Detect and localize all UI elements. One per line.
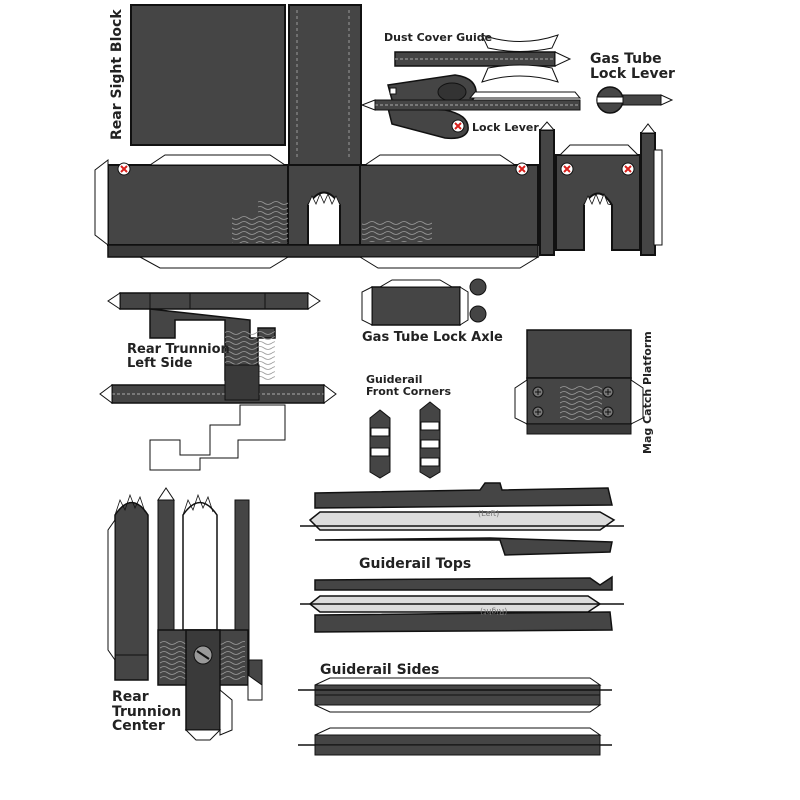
screw-icon: [602, 386, 614, 398]
guiderail-sides-part: [298, 677, 612, 756]
screw-icon: [532, 406, 544, 418]
gas-tube-lock-lever-label: Gas Tube Lock Lever: [590, 51, 675, 82]
guiderail-front-corners-label: Guiderail Front Corners: [366, 373, 452, 398]
lock-lever-part: [360, 74, 582, 140]
guiderail-tops-label: Guiderail Tops: [359, 556, 472, 572]
glue-mark: [117, 162, 131, 176]
mag-catch-platform-label: Mag Catch Platform: [641, 331, 654, 454]
rear-trunnion-left-side-label: Rear Trunnion Left Side: [127, 342, 230, 371]
glue-mark: [621, 162, 635, 176]
glue-mark: [560, 162, 574, 176]
guiderail-sides-label: Guiderail Sides: [320, 662, 440, 678]
screw-icon: [532, 386, 544, 398]
rear-sight-block-label: Rear Sight Block: [109, 9, 125, 140]
left-mark-label: (Left): [478, 509, 500, 518]
guiderail-front-corners-part: [369, 401, 441, 479]
dust-cover-guide-label: Dust Cover Guide: [384, 31, 493, 44]
gas-tube-lock-axle-label: Gas Tube Lock Axle: [362, 330, 503, 345]
rear-trunnion-center-label: Rear Trunnion Center: [112, 689, 182, 735]
rear-sight-block-part: [94, 4, 663, 269]
gas-tube-lock-axle-part: [361, 278, 487, 326]
rear-trunnion-center-part: [107, 487, 263, 741]
dust-cover-guide-part: [394, 34, 572, 83]
rear-trunnion-left-side-part: [99, 292, 337, 471]
glue-mark: [515, 162, 529, 176]
right-mark-label: (Right): [480, 607, 508, 616]
gas-tube-lock-lever-part: [596, 86, 674, 114]
screw-icon: [602, 406, 614, 418]
glue-mark: [451, 119, 465, 133]
lock-lever-label: Lock Lever: [472, 121, 539, 134]
guiderail-tops-part: [300, 482, 624, 633]
screw-icon: [193, 645, 213, 665]
mag-catch-platform-part: [514, 329, 644, 435]
